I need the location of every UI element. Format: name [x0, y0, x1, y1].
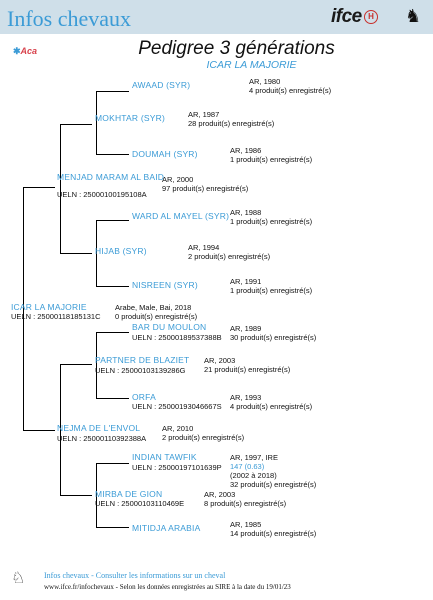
tree-line — [96, 463, 97, 527]
horse-ueln: UELN : 25000197101639P — [132, 463, 222, 472]
tree-line — [96, 91, 97, 154]
tree-line — [60, 364, 92, 365]
horse-ueln: UELN : 25000110392388A — [57, 434, 147, 443]
tree-line — [96, 463, 129, 464]
app-title: Infos chevaux — [7, 6, 132, 31]
tree-line — [60, 364, 61, 495]
tree-line — [60, 495, 92, 496]
aca-badge: ✱Aca — [13, 46, 38, 56]
page-title: Pedigree 3 générations — [138, 38, 335, 59]
tree-line — [60, 253, 92, 254]
tree-line — [23, 187, 55, 188]
horse-ueln: UELN : 25000189537388B — [132, 333, 222, 342]
horse-ueln: UELN : 25000100195108A — [57, 190, 147, 199]
star-icon: ✱ — [13, 46, 21, 56]
horse-ueln: UELN : 25000193046667S — [132, 402, 222, 411]
horse-name-link[interactable]: MOKHTAR (SYR) — [95, 113, 165, 123]
horse-name-link[interactable]: INDIAN TAWFIK — [132, 452, 197, 462]
tree-line — [96, 220, 97, 286]
logo-mark: H — [363, 9, 378, 24]
horse-name-link[interactable]: ICAR LA MAJORIE — [11, 302, 87, 312]
tree-line — [96, 154, 129, 155]
horse-name-link[interactable]: MENJAD MARAM AL BAID — [57, 172, 165, 182]
header-bar — [0, 0, 433, 34]
tree-line — [96, 332, 129, 333]
horse-footer-icon: ♘ — [11, 570, 26, 587]
page-subtitle: ICAR LA MAJORIE — [206, 59, 297, 71]
ire-score-link[interactable]: 147 (0.63) — [230, 462, 265, 471]
horse-name-link[interactable]: NISREEN (SYR) — [132, 280, 198, 290]
horse-name-link[interactable]: PARTNER DE BLAZIET — [95, 355, 190, 365]
horse-name-link[interactable]: NEJMA DE L'ENVOL — [57, 423, 141, 433]
tree-line — [23, 430, 55, 431]
horse-name-link[interactable]: ORFA — [132, 392, 156, 402]
tree-line — [96, 332, 97, 398]
tree-line — [60, 124, 61, 253]
tree-line — [23, 187, 24, 430]
horse-name-link[interactable]: HIJAB (SYR) — [95, 246, 147, 256]
tree-line — [96, 527, 129, 528]
horse-ueln: UELN : 25000103139286G — [95, 366, 186, 375]
tree-line — [96, 220, 129, 221]
horse-ueln: UELN : 25000118185131C — [11, 312, 101, 321]
horse-name-link[interactable]: MITIDJA ARABIA — [132, 523, 201, 533]
horse-ueln: UELN : 25000103110469E — [95, 499, 185, 508]
tree-line — [96, 398, 129, 399]
horse-name-link[interactable]: AWAAD (SYR) — [132, 80, 191, 90]
footer-title: Infos chevaux - Consulter les informatio… — [44, 571, 226, 580]
tree-line — [96, 286, 129, 287]
tree-line — [96, 91, 129, 92]
horse-info: AR, 1997, IRE 147 (0.63) (2002 à 2018)32… — [230, 453, 317, 489]
tree-line — [60, 124, 92, 125]
horse-name-link[interactable]: MIRBA DE GION — [95, 489, 163, 499]
horse-logo-icon: ♞ — [405, 6, 422, 26]
horse-name-link[interactable]: WARD AL MAYEL (SYR) — [132, 211, 230, 221]
horse-name-link[interactable]: BAR DU MOULON — [132, 322, 207, 332]
horse-name-link[interactable]: DOUMAH (SYR) — [132, 149, 198, 159]
footer-source: www.ifce.fr/infochevaux - Selon les donn… — [44, 583, 291, 591]
